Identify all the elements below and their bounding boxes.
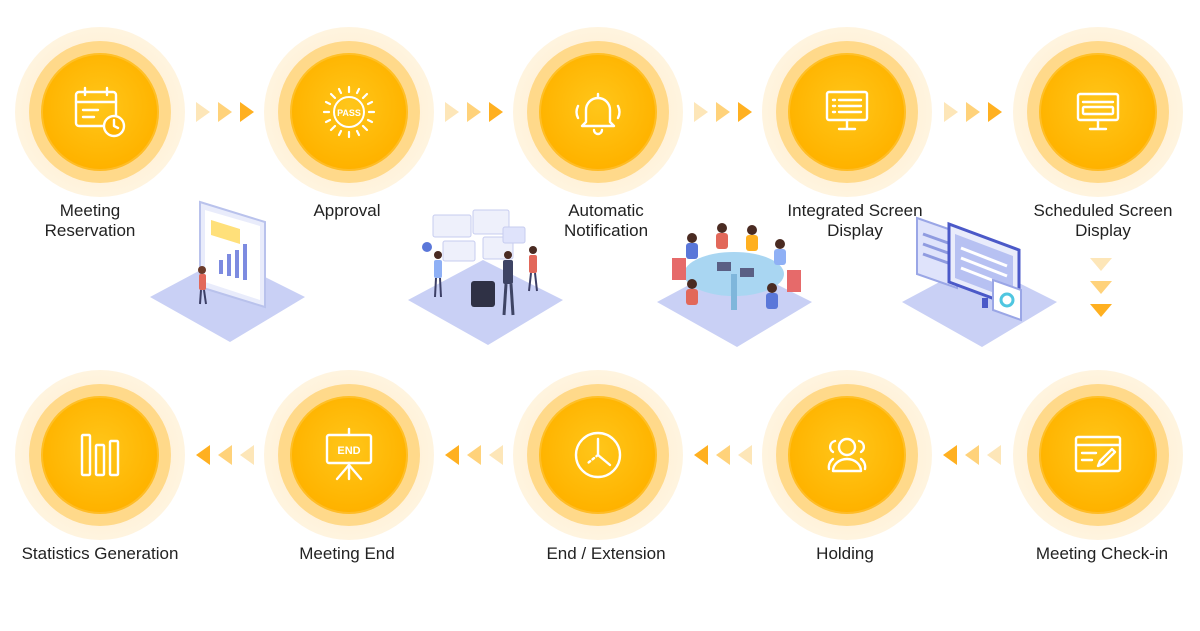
step-label-scheduled-screen-display: Scheduled Screen Display (1033, 201, 1173, 240)
step-approval: PASS (264, 27, 434, 197)
step-end-extension (513, 370, 683, 540)
step-label-meeting-reservation: Meeting Reservation (44, 201, 136, 240)
step-label-integrated-screen-display: Integrated Screen Display (787, 201, 923, 240)
arrow-right-2 (445, 102, 503, 122)
step-statistics-generation (15, 370, 185, 540)
monitor-schedule-icon (1076, 92, 1120, 131)
arrow-left-3 (445, 445, 503, 465)
end-board-text: END (337, 445, 360, 457)
step-label-approval: Approval (313, 201, 381, 220)
step-integrated-screen-display (762, 27, 932, 197)
stamp-text: PASS (337, 108, 361, 118)
arrow-right-3 (694, 102, 752, 122)
people-group-icon (827, 437, 867, 473)
checkin-form-icon (1074, 435, 1122, 473)
end-board-icon: END (325, 427, 373, 481)
arrow-left-1 (943, 445, 1001, 465)
clock-icon (574, 431, 622, 479)
step-meeting-reservation (15, 27, 185, 197)
arrow-down (1090, 258, 1112, 317)
step-meeting-check-in (1013, 370, 1183, 540)
step-label-automatic-notification: Automatic Notification (563, 201, 649, 240)
illustration-meeting-table (657, 223, 812, 347)
step-meeting-end: END (264, 370, 434, 540)
step-label-meeting-end: Meeting End (299, 544, 395, 563)
calendar-clock-icon (74, 86, 126, 138)
step-label-statistics-generation: Statistics Generation (21, 544, 179, 563)
illustration-tablet-chart (150, 200, 305, 342)
step-label-meeting-check-in: Meeting Check-in (1035, 544, 1169, 563)
bar-chart-icon (80, 433, 120, 477)
illustration-monitors (902, 216, 1057, 347)
step-holding (762, 370, 932, 540)
step-label-holding: Holding (816, 544, 874, 563)
step-automatic-notification (513, 27, 683, 197)
step-label-end-extension: End / Extension (546, 544, 666, 563)
arrow-right-4 (944, 102, 1002, 122)
pass-stamp-icon: PASS (322, 85, 376, 139)
illustration-team-board (408, 209, 563, 345)
arrow-right-1 (196, 102, 254, 122)
step-scheduled-screen-display (1013, 27, 1183, 197)
arrow-left-2 (694, 445, 752, 465)
bell-icon (575, 92, 621, 136)
monitor-list-icon (825, 90, 869, 131)
arrow-left-4 (196, 445, 254, 465)
